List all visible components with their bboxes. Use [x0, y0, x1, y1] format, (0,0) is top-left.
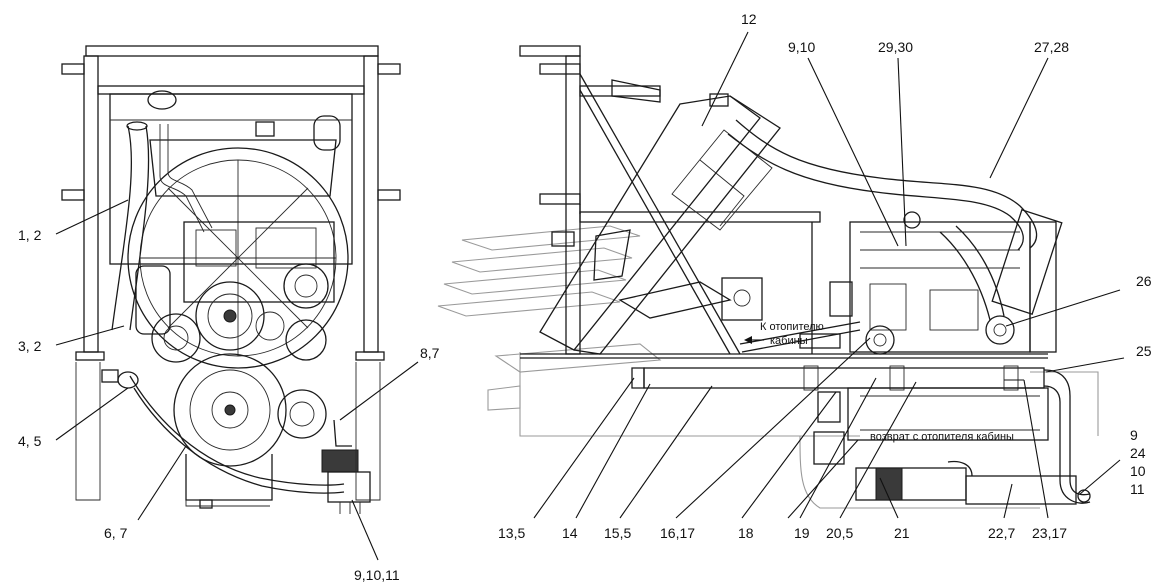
upper-hose [111, 121, 213, 331]
callout-22-7: 22,7 [988, 525, 1015, 541]
note-heater-line2: кабины [770, 335, 808, 347]
callout-23-17: 23,17 [1032, 525, 1067, 541]
heater-arrow-head [744, 336, 752, 344]
callout-labels: 1, 2 3, 2 4, 5 6, 7 8,7 9,10,11 12 9,10 … [18, 11, 1152, 583]
front-chassis [75, 362, 381, 507]
note-heater-line1: К отопителю [760, 321, 824, 333]
callout-9: 9 [1130, 427, 1138, 443]
callout-12: 12 [741, 11, 757, 27]
callout-21: 21 [894, 525, 910, 541]
ghost-outline [437, 225, 1099, 509]
coolant-pump [321, 419, 371, 514]
callout-26: 26 [1136, 273, 1152, 289]
callout-10: 10 [1130, 463, 1146, 479]
callout-14: 14 [562, 525, 578, 541]
frame-rail [520, 353, 1048, 359]
callout-29-30: 29,30 [878, 39, 913, 55]
callout-24: 24 [1130, 445, 1146, 461]
front-view [55, 45, 419, 561]
cab-tilt-frame [519, 45, 821, 355]
callout-11: 11 [1130, 481, 1145, 497]
callout-20-5: 20,5 [826, 525, 853, 541]
lower-pipe [631, 321, 1091, 504]
radiator-tilted [539, 79, 781, 355]
callout-13-5: 13,5 [498, 525, 525, 541]
callout-27-28: 27,28 [1034, 39, 1069, 55]
lower-hose [101, 369, 345, 494]
engine-side [829, 209, 1063, 355]
callout-19: 19 [794, 525, 810, 541]
callout-6-7: 6, 7 [104, 525, 128, 541]
engine-front [135, 221, 335, 509]
gearbox [813, 387, 1091, 505]
callout-25: 25 [1136, 343, 1152, 359]
callout-4-5: 4, 5 [18, 433, 42, 449]
note-return: возврат с отопителя кабины [870, 431, 1014, 443]
callout-16-17: 16,17 [660, 525, 695, 541]
callout-15-5: 15,5 [604, 525, 631, 541]
callout-3-2: 3, 2 [18, 338, 42, 354]
front-cab-frame [61, 45, 401, 361]
upper-hose-side [727, 119, 1038, 321]
radiator-top [147, 90, 341, 197]
callout-18: 18 [738, 525, 754, 541]
side-view [437, 31, 1125, 519]
callout-9-10-11: 9,10,11 [354, 567, 400, 583]
callout-1-2: 1, 2 [18, 227, 42, 243]
drawing-notes: К отопителю кабины возврат с отопителя к… [744, 321, 1014, 443]
fan-shroud [127, 147, 349, 369]
callout-9-10: 9,10 [788, 39, 815, 55]
callout-8-7: 8,7 [420, 345, 440, 361]
